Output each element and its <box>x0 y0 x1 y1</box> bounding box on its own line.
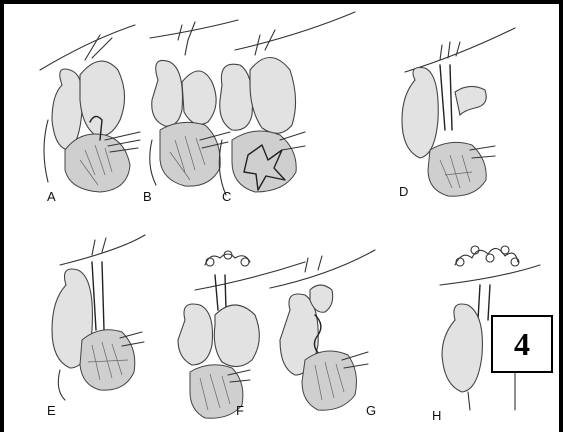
panel-label-h: H <box>432 409 441 422</box>
panel-d-drawing <box>402 28 515 196</box>
panel-a-drawing <box>40 25 140 192</box>
figure-number-badge: 4 <box>491 315 553 373</box>
panel-label-f: F <box>236 404 244 417</box>
panel-label-a: A <box>47 190 56 203</box>
panel-label-c: C <box>222 190 231 203</box>
panel-label-g: G <box>366 404 376 417</box>
panel-g-drawing <box>270 250 375 410</box>
panel-e-drawing <box>52 235 145 400</box>
panel-label-e: E <box>47 404 56 417</box>
panel-c-drawing <box>219 12 355 195</box>
panel-label-b: B <box>143 190 152 203</box>
panel-label-d: D <box>399 185 408 198</box>
